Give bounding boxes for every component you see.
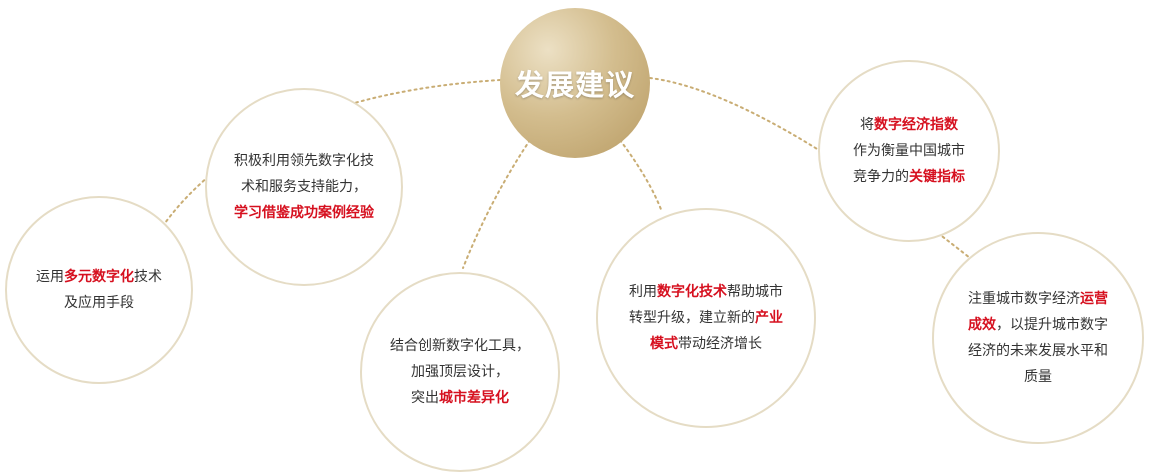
suggestion-line: 注重城市数字经济运营 [968, 286, 1108, 312]
suggestion-line: 经济的未来发展水平和 [968, 338, 1108, 364]
suggestion-line: 质量 [968, 364, 1108, 390]
suggestion-operation-effect: 注重城市数字经济运营成效，以提升城市数字经济的未来发展水平和质量 [932, 232, 1144, 444]
suggestion-industry-model: 利用数字化技术帮助城市转型升级，建立新的产业模式带动经济增长 [596, 208, 816, 428]
hub-circle: 发展建议 [500, 8, 650, 158]
suggestion-line: 术和服务支持能力， [234, 174, 374, 200]
connector-hub-upper [462, 139, 531, 269]
suggestion-text: 注重城市数字经济运营成效，以提升城市数字经济的未来发展水平和质量 [968, 286, 1108, 390]
suggestion-city-differentiation: 结合创新数字化工具， 加强顶层设计， 突出城市差异化 [360, 272, 560, 472]
suggestion-line: 将数字经济指数 [853, 112, 965, 138]
suggestion-line: 运用多元数字化技术 [36, 264, 162, 290]
body-text: 经济的未来发展水平和 [968, 343, 1108, 359]
suggestion-text: 将数字经济指数作为衡量中国城市竞争力的关键指标 [853, 112, 965, 190]
body-text: ，以提升城市数字 [996, 317, 1108, 333]
highlight-text: 关键指标 [909, 169, 965, 185]
body-text: 质量 [1024, 369, 1052, 385]
body-text: 结合创新数字化工具， [390, 338, 530, 354]
body-text: 注重城市数字经济 [968, 291, 1080, 307]
suggestion-line: 结合创新数字化工具， [390, 333, 530, 359]
highlight-text: 数字经济指数 [874, 117, 958, 133]
highlight-text: 产业 [755, 310, 783, 326]
body-text: 利用 [629, 284, 657, 300]
suggestion-line: 模式带动经济增长 [629, 331, 783, 357]
body-text: 技术 [134, 269, 162, 285]
suggestion-line: 作为衡量中国城市 [853, 138, 965, 164]
body-text: 作为衡量中国城市 [853, 143, 965, 159]
body-text: 术和服务支持能力， [241, 179, 367, 195]
suggestion-text: 利用数字化技术帮助城市转型升级，建立新的产业模式带动经济增长 [629, 279, 783, 357]
body-text: 帮助城市 [727, 284, 783, 300]
suggestion-line: 加强顶层设计， [390, 359, 530, 385]
suggestion-text: 积极利用领先数字化技术和服务支持能力， 学习借鉴成功案例经验 [234, 148, 374, 226]
body-text: 竞争力的 [853, 169, 909, 185]
hub-label: 发展建议 [514, 68, 635, 102]
suggestion-line: 突出城市差异化 [390, 385, 530, 411]
highlight-text: 学习借鉴成功案例经验 [234, 205, 374, 221]
suggestion-line: 积极利用领先数字化技 [234, 148, 374, 174]
body-text: 运用 [36, 269, 64, 285]
suggestion-text: 运用多元数字化技术及应用手段 [36, 264, 162, 316]
body-text: 带动经济增长 [678, 336, 762, 352]
body-text: 将 [860, 117, 874, 133]
body-text: 积极利用领先数字化技 [234, 153, 374, 169]
suggestion-line: 转型升级，建立新的产业 [629, 305, 783, 331]
suggestion-multi-digital: 运用多元数字化技术及应用手段 [5, 196, 193, 384]
suggestion-line: 竞争力的关键指标 [853, 164, 965, 190]
suggestion-text: 结合创新数字化工具， 加强顶层设计， 突出城市差异化 [390, 333, 530, 411]
body-text: 及应用手段 [64, 295, 134, 311]
suggestion-line: 成效，以提升城市数字 [968, 312, 1108, 338]
suggestion-digital-index: 将数字经济指数作为衡量中国城市竞争力的关键指标 [818, 60, 1000, 242]
highlight-text: 成效 [968, 317, 996, 333]
suggestion-line: 及应用手段 [36, 290, 162, 316]
suggestion-line: 学习借鉴成功案例经验 [234, 200, 374, 226]
suggestion-leading-tech: 积极利用领先数字化技术和服务支持能力， 学习借鉴成功案例经验 [205, 88, 403, 286]
connector-hub-middle [619, 139, 663, 213]
highlight-text: 多元数字化 [64, 269, 134, 285]
highlight-text: 运营 [1080, 291, 1108, 307]
body-text: 加强顶层设计， [411, 364, 509, 380]
highlight-text: 模式 [650, 336, 678, 352]
highlight-text: 城市差异化 [439, 390, 509, 406]
suggestion-line: 利用数字化技术帮助城市 [629, 279, 783, 305]
highlight-text: 数字化技术 [657, 284, 727, 300]
body-text: 突出 [411, 390, 439, 406]
body-text: 转型升级，建立新的 [629, 310, 755, 326]
